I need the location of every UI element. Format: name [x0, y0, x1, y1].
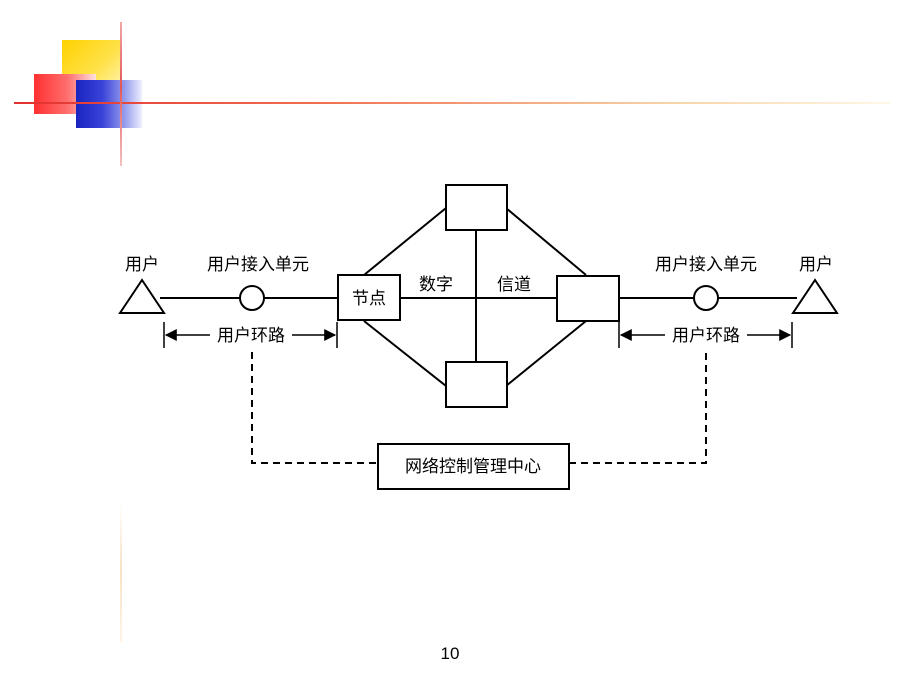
channel-label-channel: 信道: [497, 275, 531, 295]
management-link-left: [251, 352, 378, 464]
access-unit-left-circle: [239, 285, 265, 311]
node-top: [445, 184, 508, 231]
user-right-triangle: [791, 278, 839, 314]
management-center-box: [377, 443, 570, 490]
node-left: [337, 274, 401, 321]
user-left-triangle: [118, 278, 166, 314]
decor-vertical-rule-top: [120, 22, 122, 166]
management-center-label: 网络控制管理中心: [405, 457, 541, 477]
decor-horizontal-rule: [14, 102, 890, 104]
access-unit-left-label: 用户接入单元: [207, 255, 309, 275]
decor-blue-square: [76, 80, 142, 128]
user-left-label: 用户: [125, 255, 159, 275]
management-link-right: [569, 352, 707, 464]
channel-label-digital: 数字: [419, 275, 453, 295]
node-right: [556, 275, 620, 322]
user-loop-left-label: 用户环路: [217, 326, 285, 346]
user-right-label: 用户: [799, 255, 833, 275]
decor-vertical-rule-bottom: [120, 500, 122, 642]
link-left-to-bottom: [363, 320, 447, 387]
page-number: 10: [440, 644, 460, 663]
access-unit-right-circle: [693, 285, 719, 311]
user-loop-right-label: 用户环路: [672, 326, 740, 346]
access-unit-right-label: 用户接入单元: [655, 255, 757, 275]
node-bottom: [445, 361, 508, 408]
link-left-to-top: [363, 207, 447, 276]
link-bottom-to-right: [505, 320, 587, 387]
node-label: 节点: [352, 289, 386, 309]
link-top-to-right: [505, 207, 587, 276]
